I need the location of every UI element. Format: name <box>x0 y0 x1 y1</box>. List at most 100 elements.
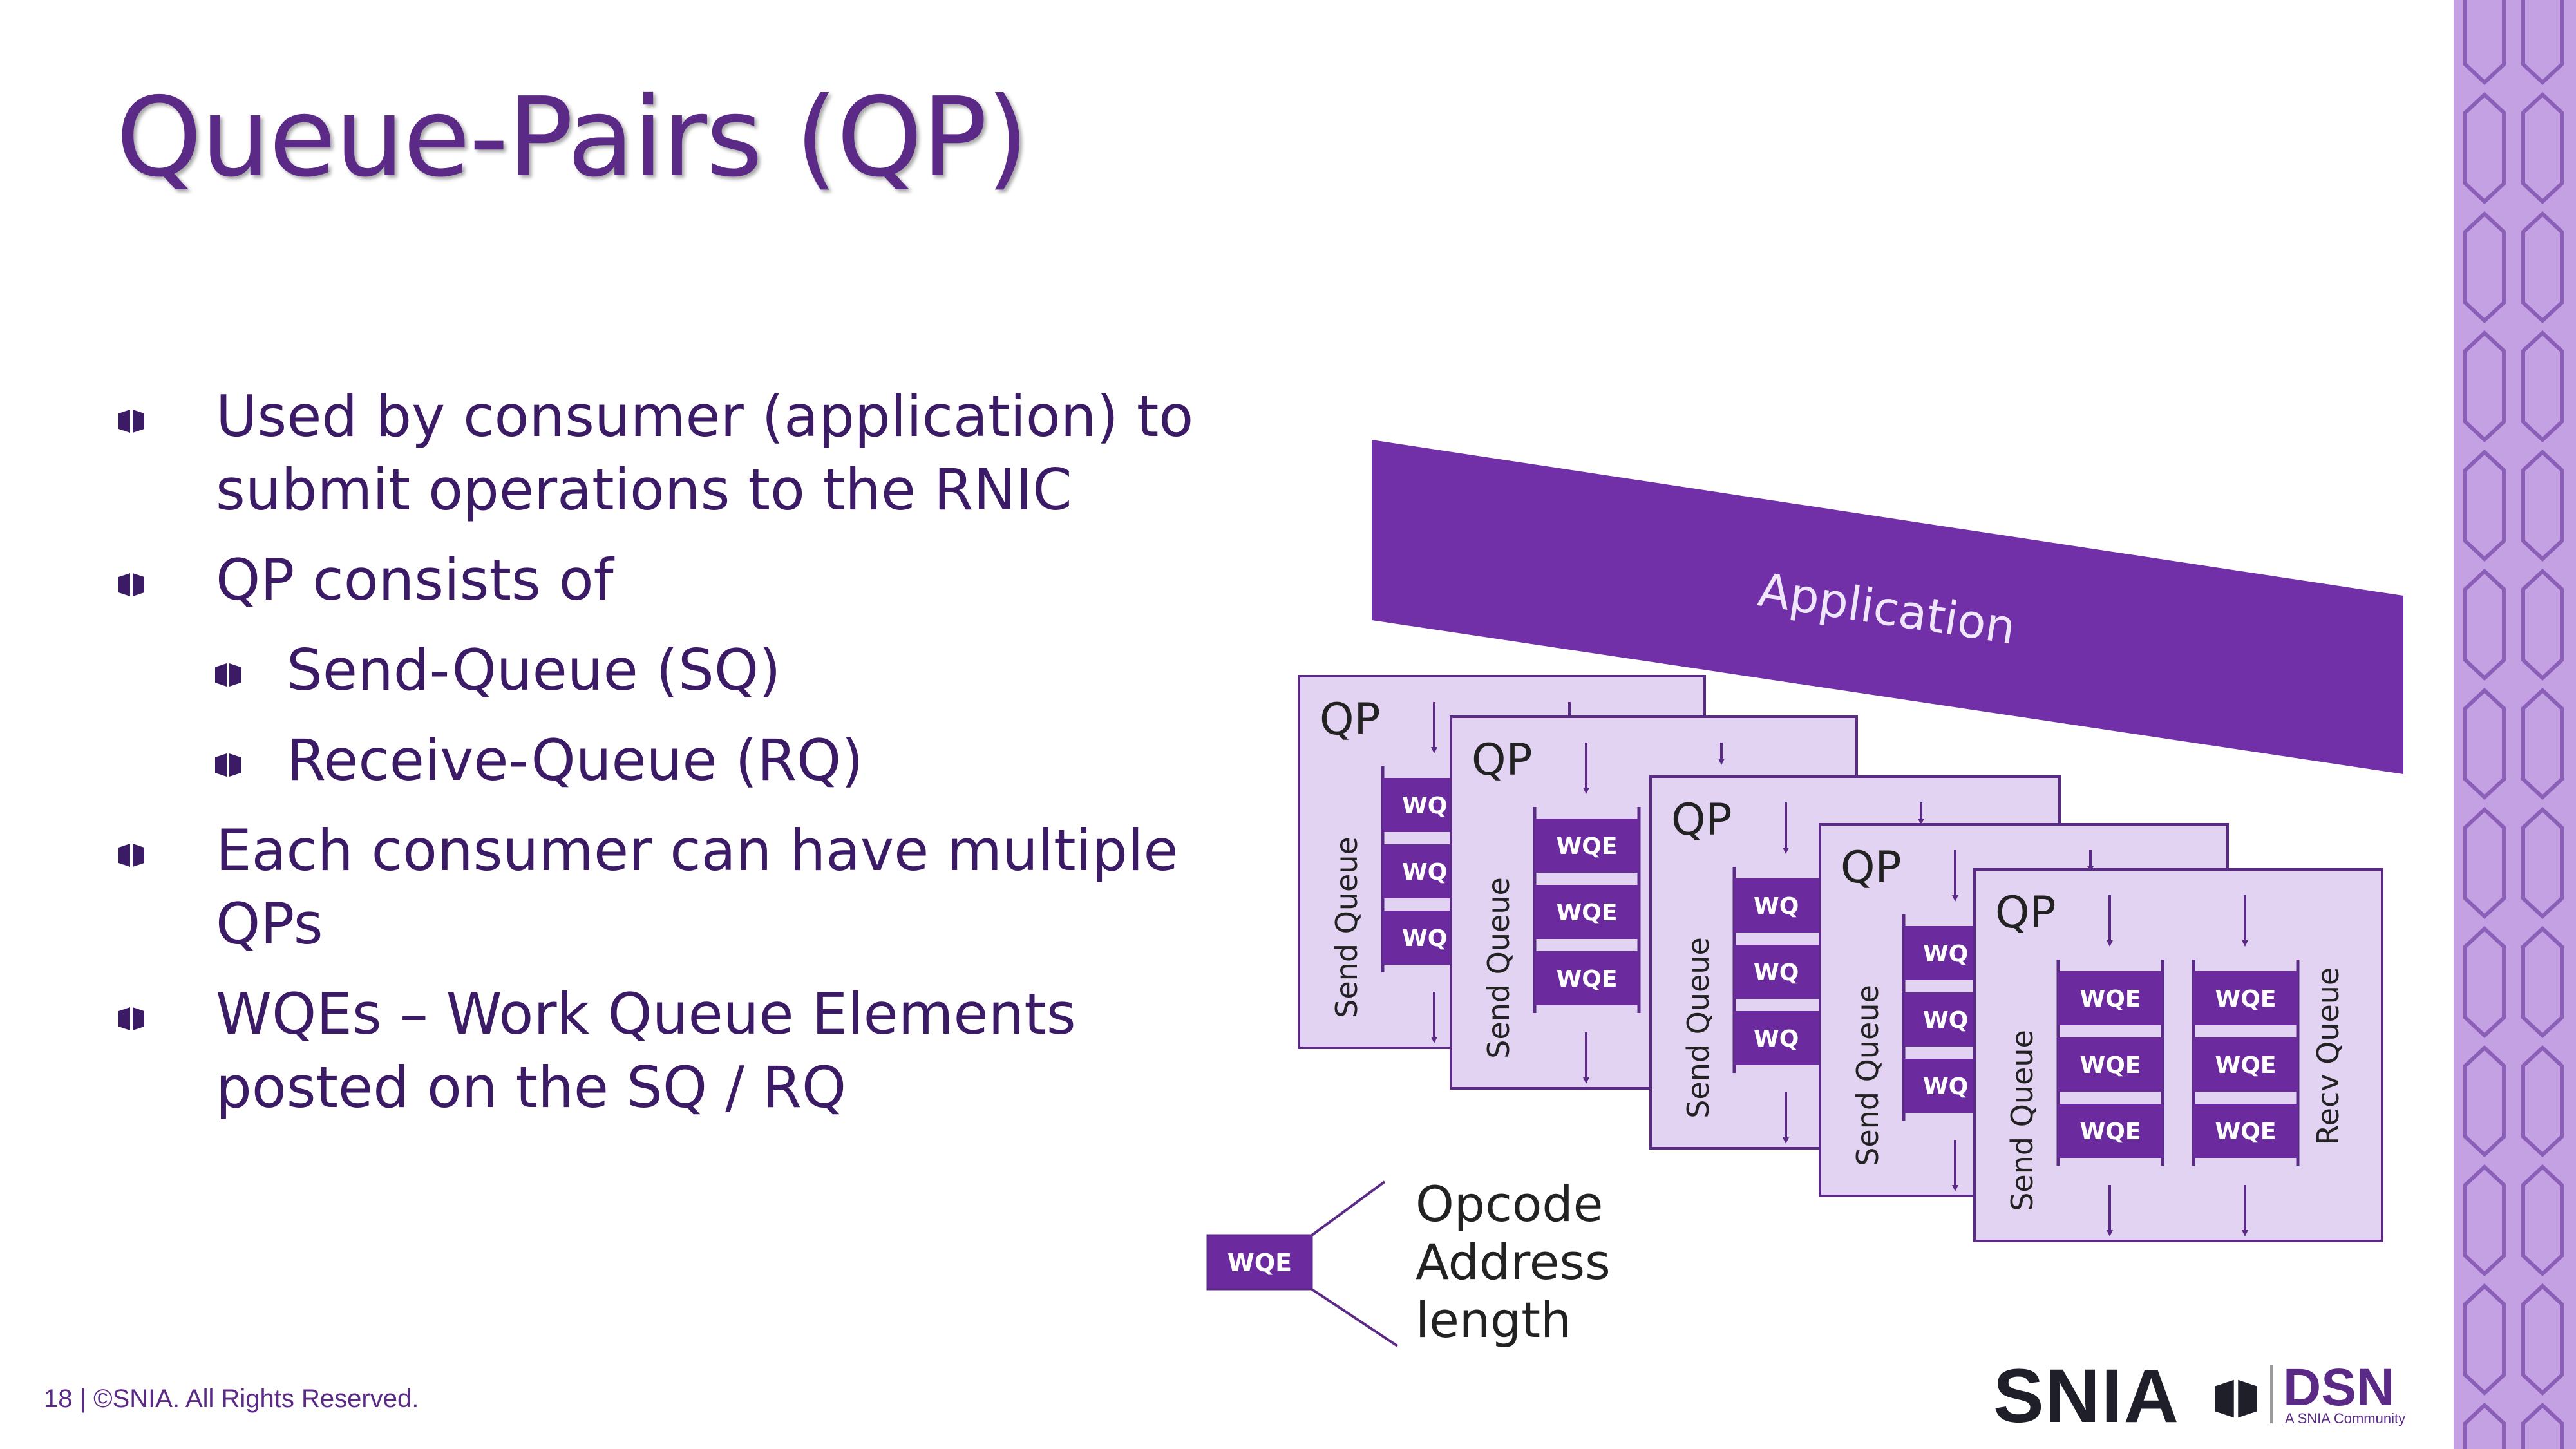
sidebar-chevron-icon <box>2463 449 2506 562</box>
sidebar-chevron-icon <box>2521 568 2564 681</box>
bullet-text: Receive-Queue (RQ) <box>287 727 864 793</box>
qp-label: QP <box>1841 842 1902 893</box>
footer-copyright: 18 | ©SNIA. All Rights Reserved. <box>44 1385 419 1413</box>
application-bar <box>1372 440 2403 774</box>
wqe-box <box>2058 971 2163 1025</box>
legend-line-top <box>1311 1180 1386 1236</box>
sidebar-chevron-icon <box>2463 687 2506 800</box>
sidebar-chevron-icon <box>2521 925 2564 1039</box>
legend-field-label: length <box>1416 1291 1571 1349</box>
wqe-label: WQE <box>2215 986 2277 1012</box>
sub-bullet-item: Send-Queue (SQ) <box>103 634 1249 707</box>
sidebar-chevron-icon <box>2463 806 2506 920</box>
wqe-box <box>1535 885 1639 939</box>
sidebar-chevron-icon <box>2521 687 2564 800</box>
bullet-text: WQEs – Work Queue Elements posted on the… <box>216 981 1076 1121</box>
send-queue-label: Send Queue <box>2005 1030 2040 1211</box>
wqe-stack: WQE WQE WQE <box>1533 807 1641 1013</box>
sidebar-chevron-icon <box>2521 0 2564 86</box>
wqe-box <box>2193 971 2298 1025</box>
qp-label: QP <box>1320 694 1381 745</box>
sidebar-chevron-icon <box>2463 1164 2506 1277</box>
sidebar-chevron-icon <box>2463 1283 2506 1396</box>
legend-field-label: Address <box>1416 1233 1611 1291</box>
sidebar-background <box>2454 0 2576 1449</box>
wqe-label: WQ <box>1923 1074 1968 1100</box>
wqe-label: WQ <box>1402 793 1447 819</box>
wqe-label: WQE <box>2215 1052 2277 1079</box>
send-queue-label: Send Queue <box>1850 985 1885 1166</box>
bullet-text: Each consumer can have multiple QPs <box>216 817 1179 957</box>
sidebar-chevron-icon <box>2463 1045 2506 1158</box>
wqe-label: WQE <box>1557 900 1618 926</box>
sidebar-chevron-icon <box>2521 1402 2564 1449</box>
sidebar-chevron-icon <box>2521 1164 2564 1277</box>
wqe-label: WQE <box>1557 966 1618 992</box>
logo-divider <box>2270 1365 2273 1423</box>
snia-logo: SNIA <box>1993 1352 2261 1440</box>
legend-field-label: Opcode <box>1416 1175 1603 1233</box>
wqe-label: WQ <box>1402 925 1447 952</box>
qp-label: QP <box>1472 735 1533 786</box>
dsn-logo: DSN <box>2283 1358 2395 1417</box>
wqe-box <box>2058 1037 2163 1092</box>
qp-panel: QP Send Queue Recv Queue <box>1973 868 2383 1242</box>
slide-title: Queue-Pairs (QP) <box>116 74 1029 202</box>
sidebar-chevron-icon <box>2463 211 2506 324</box>
bullet-marker-icon <box>118 573 144 596</box>
bullet-marker-icon <box>118 410 144 433</box>
send-queue-label: Send Queue <box>1329 837 1364 1018</box>
wqe-box <box>2193 1104 2298 1158</box>
bullet-item: Each consumer can have multiple QPs <box>103 814 1249 961</box>
wqe-box <box>1535 951 1639 1005</box>
qp-panel-box <box>1973 868 2383 1242</box>
qp-label: QP <box>1995 887 2056 938</box>
wqe-label: WQE <box>2080 986 2141 1012</box>
dsn-logo-tagline: A SNIA Community <box>2285 1410 2406 1426</box>
sidebar-chevron-icon <box>2463 925 2506 1039</box>
bullet-item: WQEs – Work Queue Elements posted on the… <box>103 978 1249 1124</box>
wqe-label: WQ <box>1754 893 1799 920</box>
bullet-text: Send-Queue (SQ) <box>287 637 781 703</box>
recv-queue-label: Recv Queue <box>2311 967 2345 1145</box>
sidebar-chevron-icon <box>2521 1283 2564 1396</box>
wqe-label: WQE <box>2080 1119 2141 1145</box>
wqe-label: WQ <box>1923 941 1968 967</box>
sidebar-chevron-icon <box>2521 91 2564 205</box>
bullet-item: Used by consumer (application) to submit… <box>103 380 1249 527</box>
bullet-list: Used by consumer (application) to submit… <box>103 380 1249 1141</box>
bullet-marker-icon <box>215 753 241 777</box>
bullet-text: QP consists of <box>216 547 614 613</box>
bullet-marker-icon <box>215 663 241 687</box>
wqe-label: WQE <box>1557 833 1618 860</box>
send-queue-label: Send Queue <box>1681 937 1716 1119</box>
wqe-box <box>2058 1104 2163 1158</box>
wqe-label: WQ <box>1402 859 1447 886</box>
bullet-item: QP consists of <box>103 544 1249 617</box>
qp-label: QP <box>1671 795 1732 846</box>
sidebar-chevron-icon <box>2521 806 2564 920</box>
sidebar-chevron-icon <box>2463 1402 2506 1449</box>
bullet-marker-icon <box>118 1007 144 1030</box>
sidebar-chevron-icon <box>2463 568 2506 681</box>
wqe-label: WQE <box>2215 1119 2277 1145</box>
sidebar-chevron-icon <box>2463 330 2506 443</box>
wqe-box <box>1535 819 1639 873</box>
legend-wqe-label: WQE <box>1227 1249 1292 1277</box>
sidebar-chevron-icon <box>2521 1045 2564 1158</box>
sidebar-chevron-icon <box>2521 211 2564 324</box>
snia-logo-text: SNIA <box>1993 1354 2177 1439</box>
sidebar-chevron-icon <box>2463 0 2506 86</box>
wqe-box <box>2193 1037 2298 1092</box>
wqe-label: WQ <box>1754 960 1799 986</box>
sidebar-chevron-icon <box>2463 91 2506 205</box>
send-queue-label: Send Queue <box>1481 877 1516 1059</box>
bullet-text: Used by consumer (application) to submit… <box>216 383 1194 523</box>
legend-line-bottom <box>1311 1288 1399 1347</box>
wqe-label: WQ <box>1923 1007 1968 1034</box>
sidebar-chevron-icon <box>2521 330 2564 443</box>
legend-wqe-box <box>1206 1234 1313 1291</box>
